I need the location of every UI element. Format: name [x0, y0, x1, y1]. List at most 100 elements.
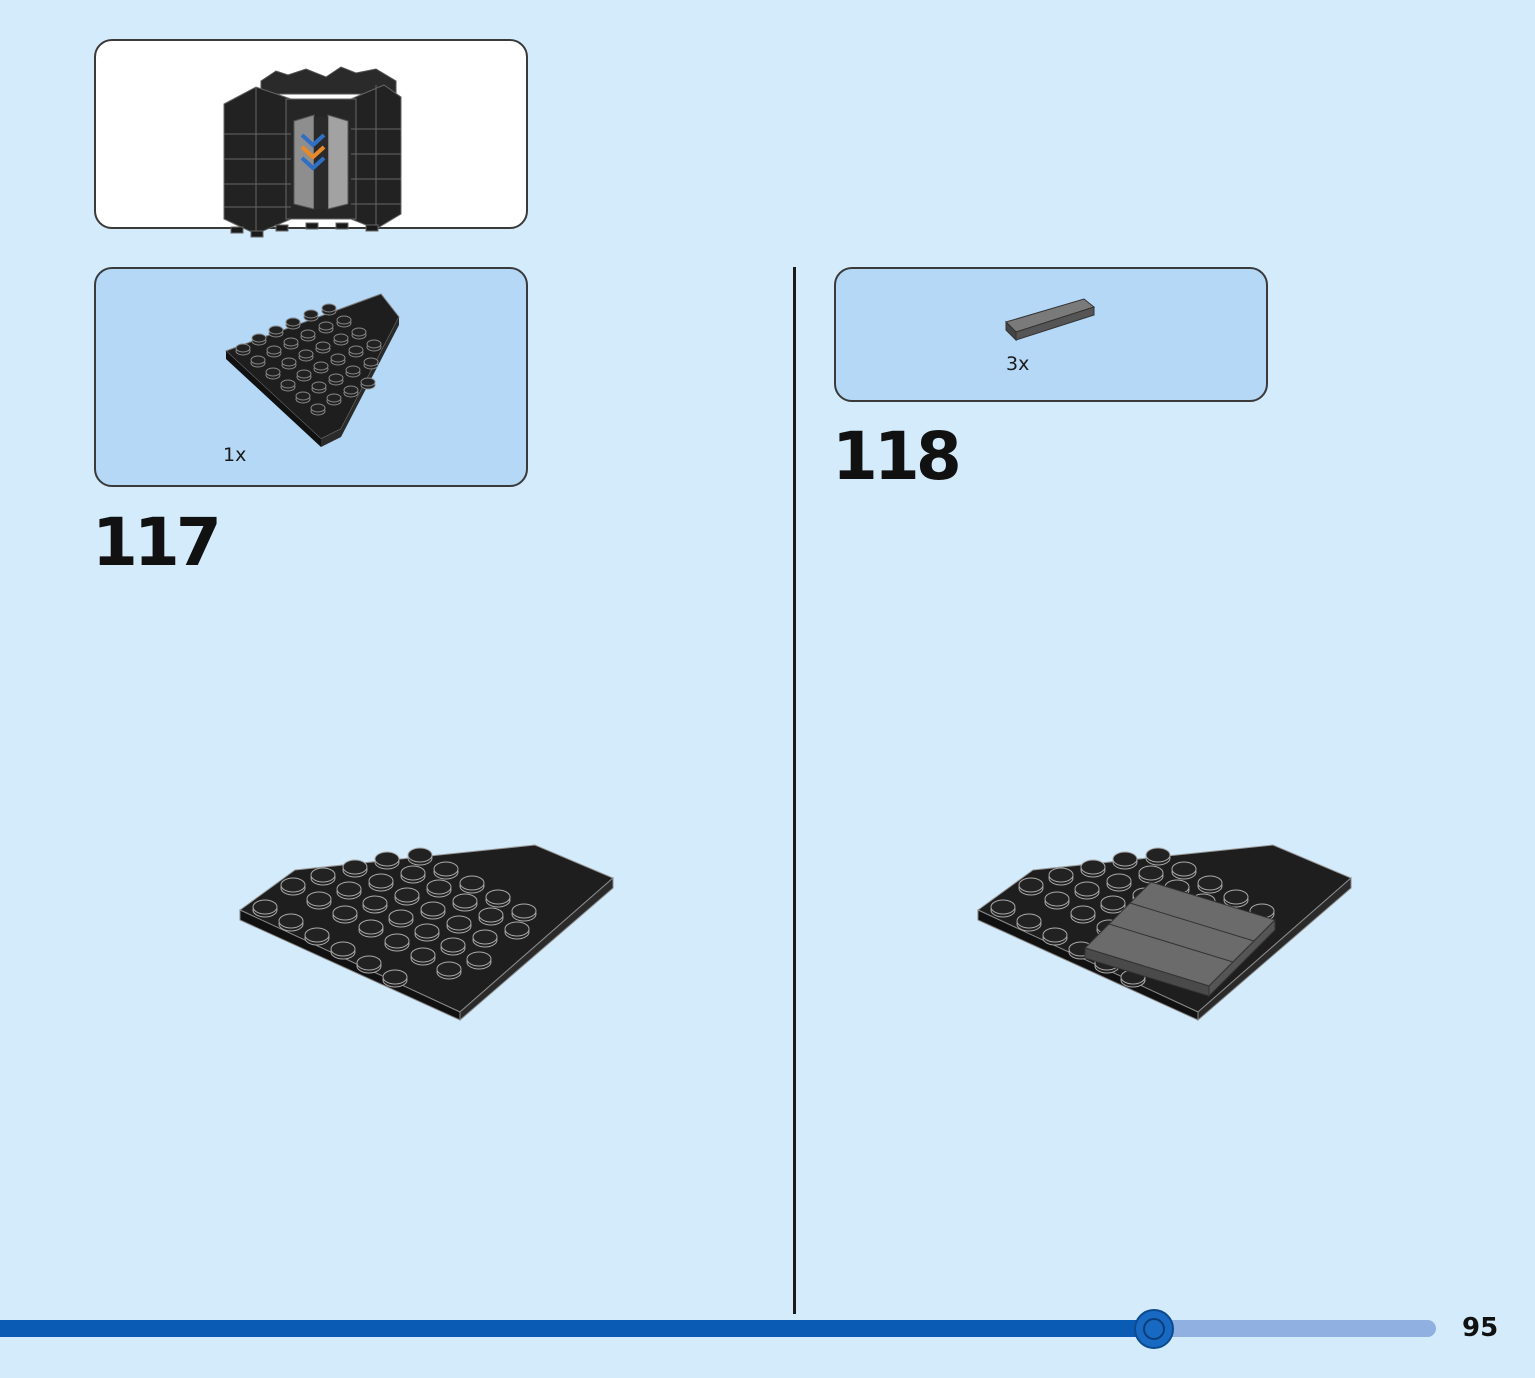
- stud-top: [472, 929, 498, 945]
- stud-top: [366, 339, 382, 349]
- stud-top: [1100, 895, 1126, 911]
- stud-top: [336, 881, 362, 897]
- stud-top: [252, 899, 278, 915]
- stud-top: [1197, 875, 1223, 891]
- stud-top: [382, 969, 408, 985]
- stud-top: [1223, 889, 1249, 905]
- stud-top: [388, 909, 414, 925]
- flat-tile-part-image: [1005, 298, 1096, 342]
- stud-top: [1016, 913, 1042, 929]
- stud-top: [280, 379, 296, 389]
- step-number-117: 117: [92, 504, 222, 581]
- stud-top: [485, 889, 511, 905]
- stud-top: [394, 887, 420, 903]
- stud-top: [1044, 891, 1070, 907]
- submodel-overview-box: [94, 39, 528, 238]
- stud-top: [1074, 881, 1100, 897]
- stud-top: [300, 329, 316, 339]
- stud-top: [313, 361, 329, 371]
- stud-top: [384, 933, 410, 949]
- stud-top: [303, 309, 319, 319]
- stud-top: [298, 349, 314, 359]
- stud-top: [433, 861, 459, 877]
- stud-top: [356, 955, 382, 971]
- stud-top: [1112, 851, 1138, 867]
- stud-top: [235, 343, 251, 353]
- stud-top: [318, 321, 334, 331]
- step-118-parts-box: 3x: [834, 267, 1268, 402]
- stud-top: [351, 327, 367, 337]
- stud-top: [304, 927, 330, 943]
- stud-top: [250, 355, 266, 365]
- stud-top: [281, 357, 297, 367]
- stud-top: [326, 393, 342, 403]
- stud-top: [466, 951, 492, 967]
- progress-fill: [0, 1320, 1154, 1337]
- stud-top: [440, 937, 466, 953]
- stud-top: [336, 315, 352, 325]
- stud-top: [295, 391, 311, 401]
- wedge-plate-part-image: [225, 293, 400, 447]
- step-118-model-image: [977, 844, 1352, 1022]
- stud-top: [1048, 867, 1074, 883]
- stud-top: [420, 901, 446, 917]
- step-118-part-quantity: 3x: [1006, 353, 1030, 375]
- stud-top: [1171, 861, 1197, 877]
- stud-top: [1042, 927, 1068, 943]
- stud-top: [345, 365, 361, 375]
- stud-top: [333, 333, 349, 343]
- stud-top: [328, 373, 344, 383]
- stud-top: [1018, 877, 1044, 893]
- stud-top: [310, 867, 336, 883]
- stud-top: [436, 961, 462, 977]
- step-divider: [793, 267, 796, 1314]
- stud-top: [280, 877, 306, 893]
- stud-top: [296, 369, 312, 379]
- stud-top: [310, 403, 326, 413]
- stud-top: [478, 907, 504, 923]
- stud-top: [446, 915, 472, 931]
- stud-top: [363, 357, 379, 367]
- stud-top: [358, 919, 384, 935]
- stud-top: [330, 353, 346, 363]
- stud-top: [360, 377, 376, 387]
- stud-top: [266, 345, 282, 355]
- castle-wall-submodel-image: [223, 66, 402, 238]
- stud-top: [511, 903, 537, 919]
- stud-top: [342, 859, 368, 875]
- stud-top: [278, 913, 304, 929]
- stud-top: [426, 879, 452, 895]
- stud-top: [362, 895, 388, 911]
- stud-top: [343, 385, 359, 395]
- progress-marker: [1134, 1309, 1174, 1349]
- stud-top: [1080, 859, 1106, 875]
- stud-top: [251, 333, 267, 343]
- stud-top: [311, 381, 327, 391]
- stud-top: [504, 921, 530, 937]
- stud-top: [407, 847, 433, 863]
- stud-top: [332, 905, 358, 921]
- stud-top: [321, 303, 337, 313]
- stud-top: [410, 947, 436, 963]
- stud-top: [1138, 865, 1164, 881]
- stud-top: [368, 873, 394, 889]
- stud-top: [315, 341, 331, 351]
- stud-top: [459, 875, 485, 891]
- step-117-parts-box: 1x: [94, 267, 528, 487]
- stud-top: [306, 891, 332, 907]
- stud-top: [990, 899, 1016, 915]
- page-number: 95: [1462, 1313, 1499, 1343]
- stud-top: [265, 367, 281, 377]
- step-117-part-quantity: 1x: [223, 444, 247, 466]
- stud-top: [285, 317, 301, 327]
- stud-top: [452, 893, 478, 909]
- stud-top: [374, 851, 400, 867]
- stud-top: [1145, 847, 1171, 863]
- stud-top: [400, 865, 426, 881]
- stud-top: [1106, 873, 1132, 889]
- step-117-model-image: [239, 844, 614, 1022]
- stud-top: [1070, 905, 1096, 921]
- stud-top: [268, 325, 284, 335]
- stud-top: [414, 923, 440, 939]
- stud-top: [330, 941, 356, 957]
